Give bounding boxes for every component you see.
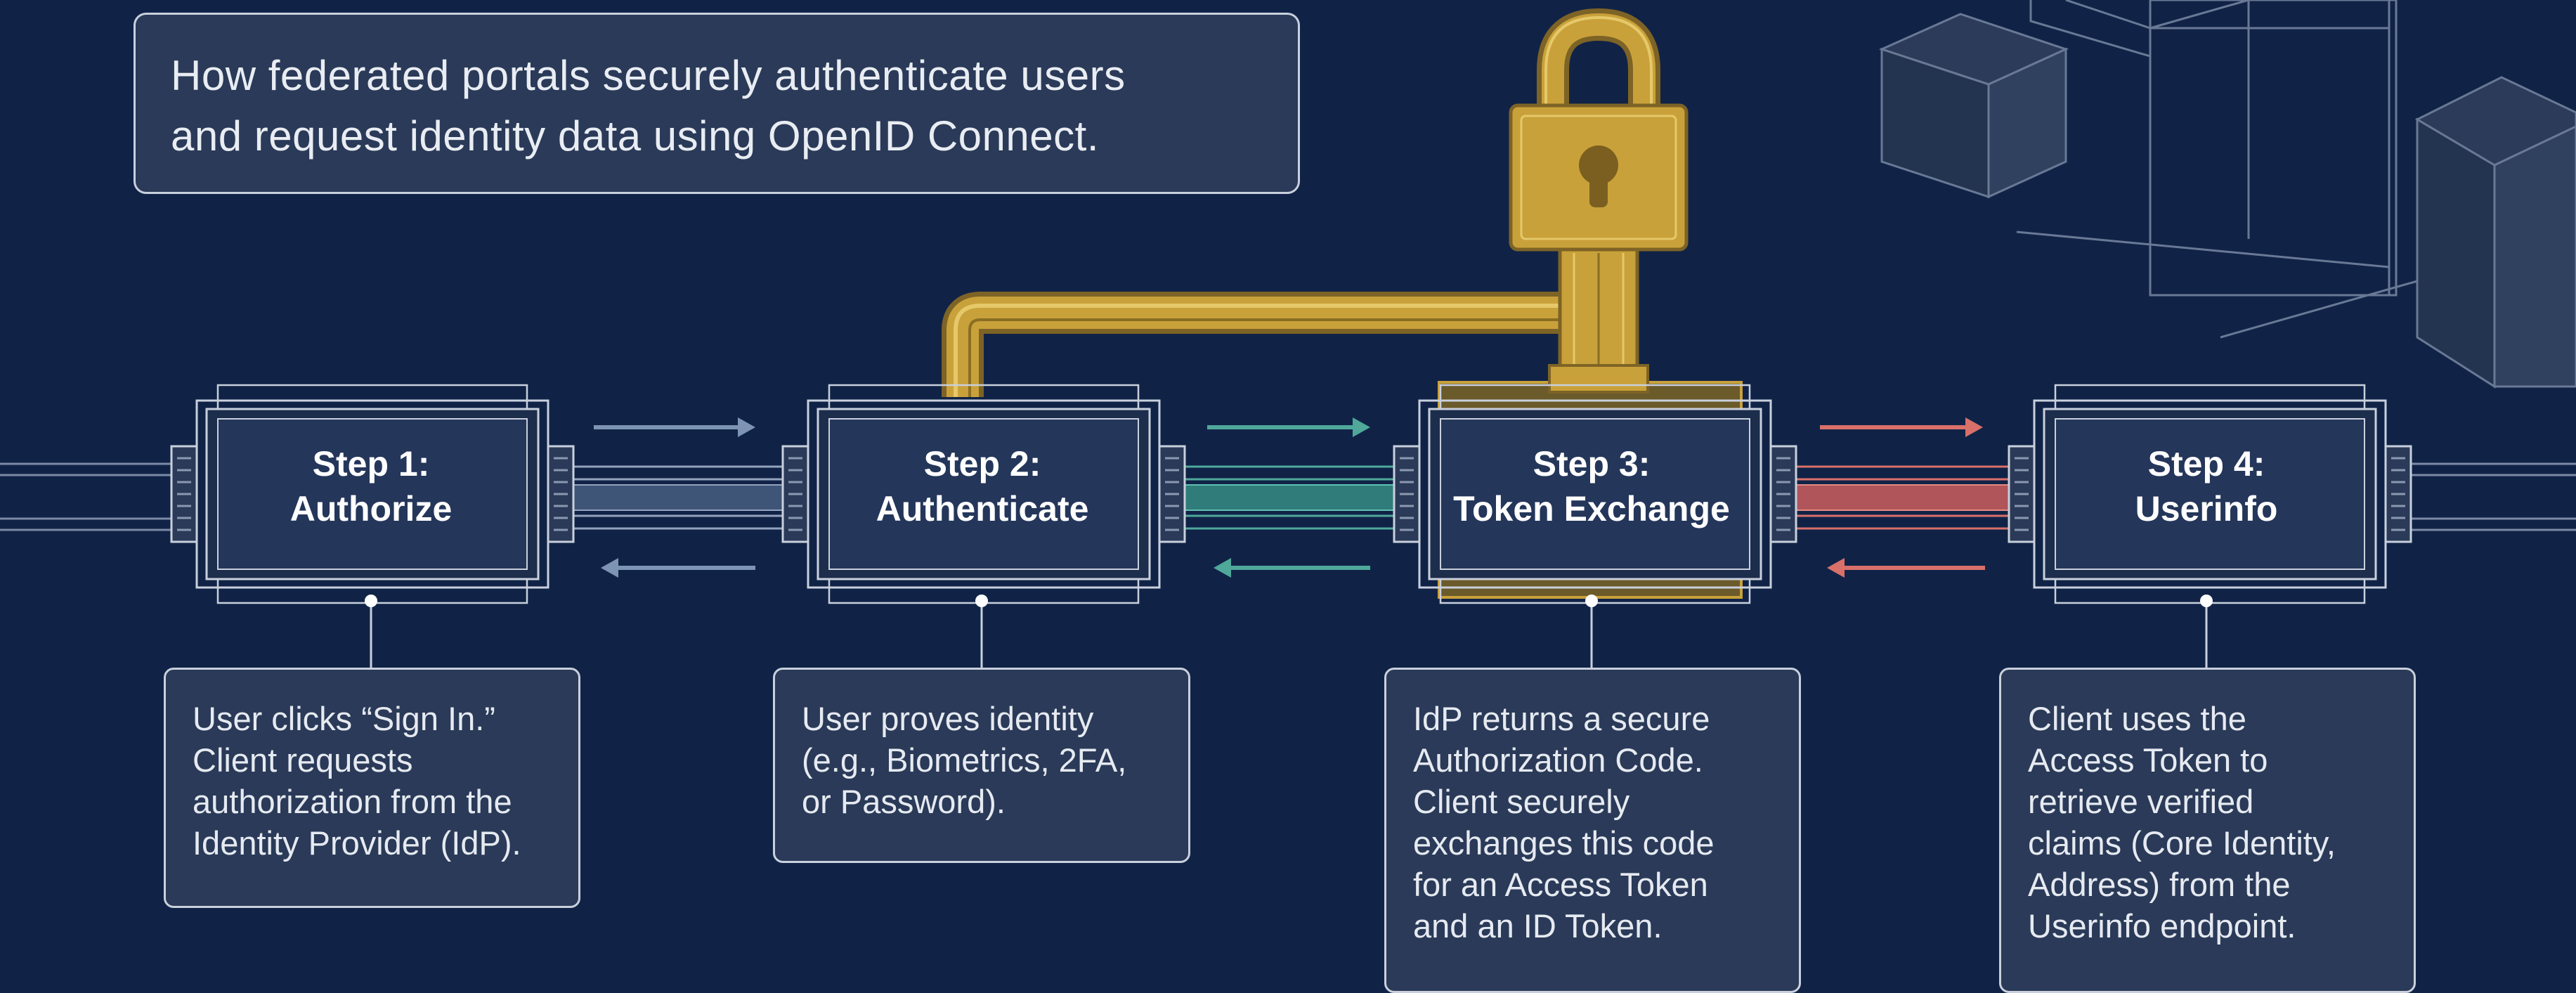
step-1-desc-line: Identity Provider (IdP). [193,824,521,862]
step-4-label: Step 4: Userinfo [2046,441,2367,531]
step-3-desc-line: exchanges this code [1413,824,1715,862]
connector-step3-step4 [1783,465,2031,530]
step-2-desc-line: or Password). [802,783,1006,820]
arrow-left-3-2 [1214,558,1370,578]
title-line-2: and request identity data using OpenID C… [171,112,1099,160]
step-1-desc-line: authorization from the [193,783,512,820]
step-2-box [781,384,1186,604]
arrow-right-3-4 [1820,417,1983,437]
step-3-subtitle: Token Exchange [1453,489,1730,528]
connector-step2-step3 [1171,465,1413,530]
step-1-desc-line: Client requests [193,741,413,779]
step-4-box [2008,384,2412,604]
arrow-right-2-3 [1207,417,1370,437]
callout-stems [365,595,2213,669]
step-4-description: Client uses the Access Token to retrieve… [1999,668,2416,993]
gold-conduit [942,292,1563,397]
step-3-box [1393,384,1797,604]
step-4-desc-line: Address) from the [2028,866,2291,903]
edge-rails [0,462,2576,531]
step-4-desc-line: Client uses the [2028,700,2246,737]
arrow-left-2-1 [601,558,755,578]
arrow-right-1-2 [594,417,755,437]
step-1-title: Step 1: [312,444,430,483]
step-4-desc-line: Access Token to [2028,741,2268,779]
step-2-desc-line: User proves identity [802,700,1094,737]
step-2-label: Step 2: Authenticate [822,441,1143,531]
step-4-title: Step 4: [2147,444,2265,483]
step-1-label: Step 1: Authorize [211,441,531,531]
step-1-subtitle: Authorize [290,489,453,528]
step-2-description: User proves identity (e.g., Biometrics, … [773,668,1190,863]
connector-step1-step2 [554,465,802,530]
step-boxes [170,384,2412,604]
padlock-icon [1509,8,1689,394]
step-4-desc-line: claims (Core Identity, [2028,824,2336,862]
step-3-label: Step 3: Token Exchange [1426,441,1757,531]
step-2-title: Step 2: [923,444,1041,483]
title-line-1: How federated portals securely authentic… [171,52,1126,99]
step-4-desc-line: retrieve verified [2028,783,2254,820]
server-block-icon [1878,0,2576,389]
step-1-box [170,384,575,604]
step-3-desc-line: Client securely [1413,783,1630,820]
step-1-description: User clicks “Sign In.” Client requests a… [164,668,580,908]
step-4-subtitle: Userinfo [2135,489,2278,528]
step-3-desc-line: IdP returns a secure [1413,700,1710,737]
step-3-desc-line: Authorization Code. [1413,741,1703,779]
step-3-description: IdP returns a secure Authorization Code.… [1384,668,1801,993]
step-2-subtitle: Authenticate [876,489,1089,528]
step-1-desc-line: User clicks “Sign In.” [193,700,495,737]
title-box: How federated portals securely authentic… [134,13,1300,194]
arrow-left-4-3 [1827,558,1985,578]
step-3-title: Step 3: [1533,444,1651,483]
step-4-desc-line: Userinfo endpoint. [2028,907,2296,945]
step-2-desc-line: (e.g., Biometrics, 2FA, [802,741,1127,779]
step-3-desc-line: and an ID Token. [1413,907,1663,945]
step-3-desc-line: for an Access Token [1413,866,1708,903]
